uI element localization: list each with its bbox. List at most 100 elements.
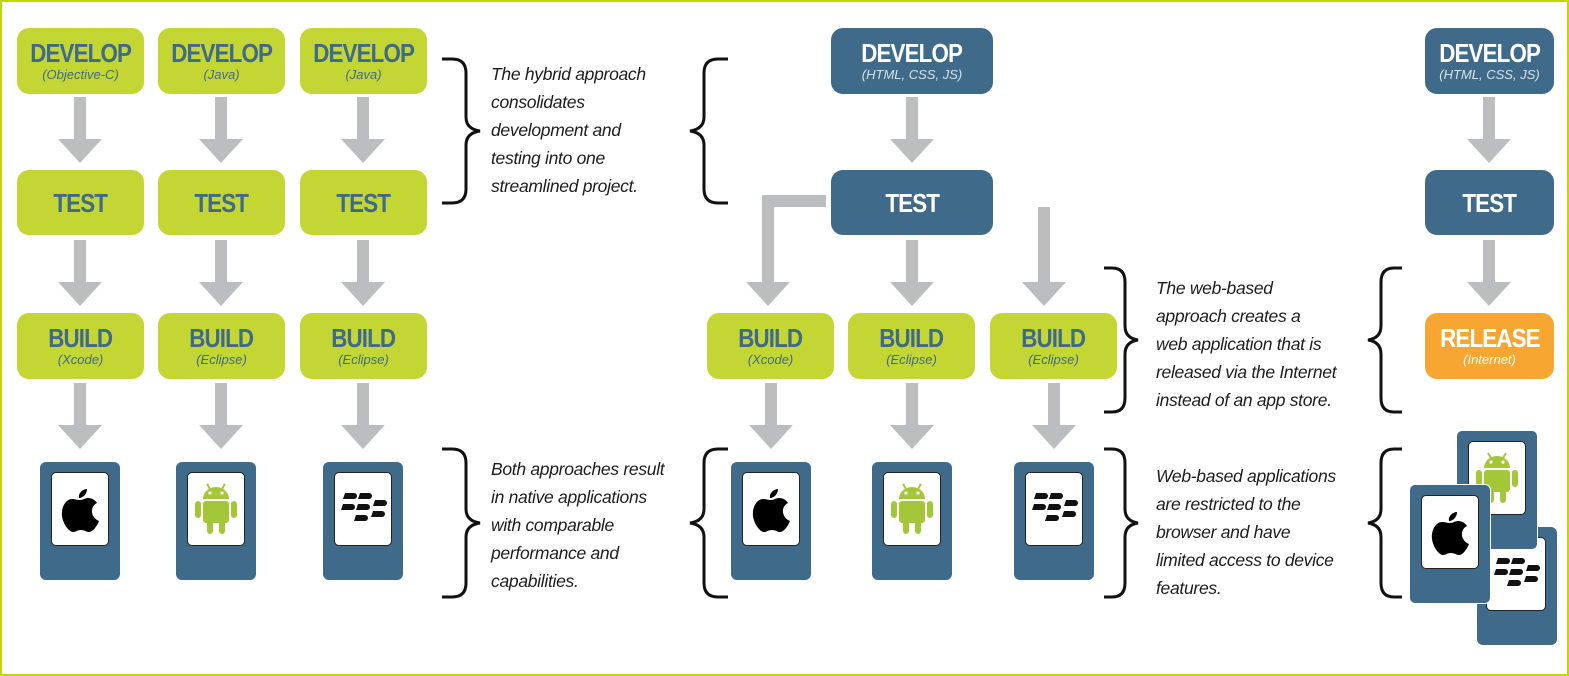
- box-label: DEVELOP: [1439, 37, 1541, 68]
- build-box-xcode: BUILD (Xcode): [707, 313, 834, 379]
- phone-screen: [334, 472, 392, 546]
- blackberry-icon: [1494, 558, 1540, 586]
- arrow-down: [1032, 383, 1076, 449]
- box-label: TEST: [194, 187, 250, 218]
- box-sublabel: (Internet): [1463, 351, 1516, 367]
- note-line-emphasis: released via the Internet: [1156, 362, 1337, 382]
- note-line: streamlined project.: [491, 176, 638, 196]
- arrow-down: [199, 240, 243, 306]
- bracket-close: [1104, 266, 1139, 414]
- note-line: browser and have: [1156, 522, 1291, 542]
- box-label: BUILD: [189, 322, 254, 353]
- note-web-apps: Web-based applications are restricted to…: [1156, 462, 1376, 602]
- arrow-down: [58, 240, 102, 306]
- note-line: with comparable: [491, 511, 696, 539]
- android-icon: [195, 483, 237, 534]
- build-box-xcode: BUILD (Xcode): [17, 313, 144, 379]
- box-label: TEST: [885, 187, 940, 218]
- note-text: that is: [1272, 334, 1322, 354]
- note-line: web application that is: [1156, 330, 1371, 358]
- box-label: DEVELOP: [30, 37, 132, 68]
- arrow-down: [1467, 97, 1511, 163]
- apple-icon: [752, 489, 790, 532]
- note-line: The web-based: [1156, 278, 1273, 298]
- note-line: are restricted to the: [1156, 490, 1376, 518]
- test-box: TEST: [300, 170, 427, 235]
- bracket-open: [1367, 266, 1402, 414]
- arrow-elbow-left: [746, 195, 826, 306]
- box-sublabel: (Eclipse): [196, 351, 247, 367]
- arrow-down: [890, 383, 934, 449]
- note-text: to the: [1253, 494, 1301, 514]
- note-text: are: [1156, 494, 1185, 514]
- arrow-down: [58, 383, 102, 449]
- build-box-eclipse: BUILD (Eclipse): [158, 313, 285, 379]
- box-sublabel: (Xcode): [747, 351, 794, 367]
- develop-box-web: DEVELOP (HTML, CSS, JS): [1425, 28, 1554, 94]
- note-line-emphasis: performance and: [491, 543, 619, 563]
- box-label: TEST: [1462, 187, 1518, 218]
- arrows: [58, 97, 1511, 449]
- build-box-eclipse: BUILD (Eclipse): [848, 313, 975, 379]
- box-sublabel: (Eclipse): [338, 351, 389, 367]
- bracket-close: [442, 447, 481, 599]
- arrow-down: [341, 383, 385, 449]
- phone-ios: [40, 462, 120, 580]
- note-line: development and: [491, 120, 621, 140]
- arrow-down: [749, 383, 793, 449]
- box-sublabel: (Java): [345, 66, 382, 82]
- build-box-eclipse: BUILD (Eclipse): [990, 313, 1117, 379]
- box-sublabel: (Eclipse): [886, 351, 937, 367]
- phone-screen: [187, 472, 245, 546]
- box-label: TEST: [336, 187, 392, 218]
- phone-blackberry: [323, 462, 403, 580]
- box-sublabel: (Xcode): [57, 351, 104, 367]
- box-label: RELEASE: [1439, 322, 1540, 353]
- box-label: BUILD: [331, 322, 396, 353]
- test-box-web: TEST: [1425, 170, 1554, 235]
- note-line: The hybrid approach: [491, 64, 646, 84]
- arrow-down: [199, 97, 243, 163]
- phone-screen: [742, 472, 800, 546]
- note-text: with: [491, 515, 526, 535]
- phone-ios: [731, 462, 811, 580]
- box-sublabel: (HTML, CSS, JS): [1439, 66, 1540, 82]
- note-emphasis: web application: [1156, 334, 1273, 354]
- box-label: DEVELOP: [861, 37, 964, 68]
- box-sublabel: (HTML, CSS, JS): [861, 66, 963, 82]
- phone-android: [176, 462, 256, 580]
- release-box-internet: RELEASE (Internet): [1425, 313, 1554, 379]
- note-line-emphasis: features.: [1156, 578, 1222, 598]
- develop-box-hybrid: DEVELOP (HTML, CSS, JS): [831, 28, 993, 94]
- arrow-down: [341, 240, 385, 306]
- android-icon: [1476, 452, 1518, 503]
- box-sublabel: (Eclipse): [1028, 351, 1079, 367]
- test-box-hybrid: TEST: [831, 170, 993, 235]
- arrow-elbow-right: [998, 195, 1066, 306]
- arrow-down: [890, 97, 934, 163]
- arrow-down: [58, 97, 102, 163]
- develop-box-java: DEVELOP (Java): [158, 28, 285, 94]
- note-line: testing into one: [491, 148, 605, 168]
- box-label: TEST: [53, 187, 109, 218]
- note-web-based-approach: The web-based approach creates a web app…: [1156, 274, 1371, 414]
- build-box-eclipse: BUILD (Eclipse): [300, 313, 427, 379]
- blackberry-icon: [341, 493, 387, 521]
- note-line: instead of an app store.: [1156, 390, 1332, 410]
- box-label: DEVELOP: [171, 37, 273, 68]
- phone-screen: [1025, 472, 1083, 546]
- note-both-approaches: Both approaches result in native applica…: [491, 455, 696, 595]
- arrow-down: [1467, 240, 1511, 306]
- box-label: BUILD: [1021, 322, 1086, 353]
- box-label: BUILD: [48, 322, 113, 353]
- bracket-open: [689, 447, 728, 599]
- phone-android: [872, 462, 952, 580]
- phone-blackberry: [1014, 462, 1094, 580]
- phone-screen: [1421, 495, 1479, 569]
- note-hybrid: The hybrid approach consolidates develop…: [491, 60, 691, 200]
- note-line: Both approaches result: [491, 459, 665, 479]
- note-line-emphasis: limited access to device: [1156, 550, 1334, 570]
- phone-screen: [883, 472, 941, 546]
- apple-icon: [61, 489, 99, 532]
